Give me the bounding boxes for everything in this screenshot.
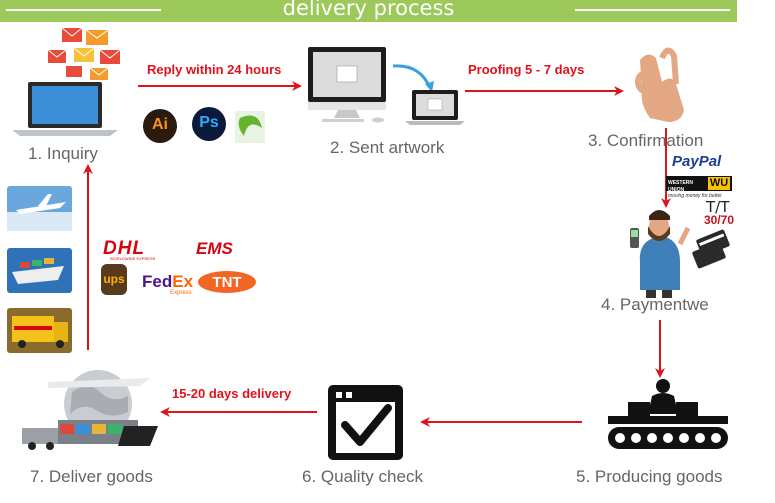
paypal-logo: PayPal: [672, 153, 722, 170]
arrow-label-reply: Reply within 24 hours: [147, 62, 282, 77]
desktop-monitor-icon: [308, 47, 386, 123]
dhl-truck-photo-icon: [7, 308, 72, 353]
transfer-arrow-icon: [392, 64, 432, 89]
illustrator-label: Ai: [152, 116, 168, 133]
quality-check-icon: [328, 385, 403, 460]
western-union-text: WESTERN UNION: [668, 180, 693, 193]
small-laptop-icon: [405, 90, 465, 125]
step-label-payment: 4. Paymentwe: [601, 295, 709, 314]
wu-text: WU: [709, 177, 729, 189]
globe-logistics-icon: [22, 370, 158, 450]
photoshop-icon: [192, 107, 226, 141]
arrow-label-delivery: 15-20 days delivery: [172, 386, 292, 401]
step-label-sent-artwork: 2. Sent artwork: [330, 138, 445, 157]
banner-line-right: [575, 9, 730, 11]
step-label-inquiry: 1. Inquiry: [28, 144, 98, 163]
ok-hand-icon: [635, 47, 684, 122]
illustrator-icon: [143, 109, 177, 143]
step-label-producing-goods: 5. Producing goods: [576, 467, 723, 486]
fedex-logo: FedEx: [142, 272, 193, 292]
dhl-tagline: WORLDWIDE EXPRESS: [110, 256, 156, 261]
airplane-photo-icon: [7, 186, 72, 231]
tt-label: T/T: [706, 198, 730, 216]
tt-split-label: 30/70: [704, 213, 735, 227]
merchant-person-icon: [630, 210, 691, 298]
conveyor-worker-icon: [608, 379, 728, 449]
page-title: delivery process: [282, 0, 455, 20]
ems-logo: EMS: [196, 239, 233, 258]
fedex-fed: Fed: [142, 272, 173, 291]
step-label-deliver-goods: 7. Deliver goods: [30, 467, 153, 486]
coreldraw-icon: [235, 111, 265, 143]
step-label-confirmation: 3. Confirmation: [588, 131, 704, 150]
ups-logo-shield: [101, 264, 127, 295]
title-banner: [0, 0, 737, 22]
tnt-logo: [198, 271, 256, 293]
ups-logo: ups: [103, 272, 125, 286]
photoshop-label: Ps: [199, 114, 219, 131]
arrow-label-proofing: Proofing 5 - 7 days: [468, 62, 585, 77]
step-label-quality-check: 6. Quality check: [302, 467, 423, 486]
credit-cards-icon: [692, 229, 730, 269]
laptop-envelopes-icon: [12, 27, 121, 136]
fedex-express: Express: [170, 290, 192, 296]
tnt-label: TNT: [212, 274, 242, 291]
dhl-logo: DHL: [103, 238, 146, 259]
banner-line-left: [6, 9, 161, 11]
fedex-ex: Ex: [172, 272, 194, 291]
western-union-tagline: moving money for better: [668, 193, 722, 199]
cargo-ship-photo-icon: [7, 248, 72, 293]
